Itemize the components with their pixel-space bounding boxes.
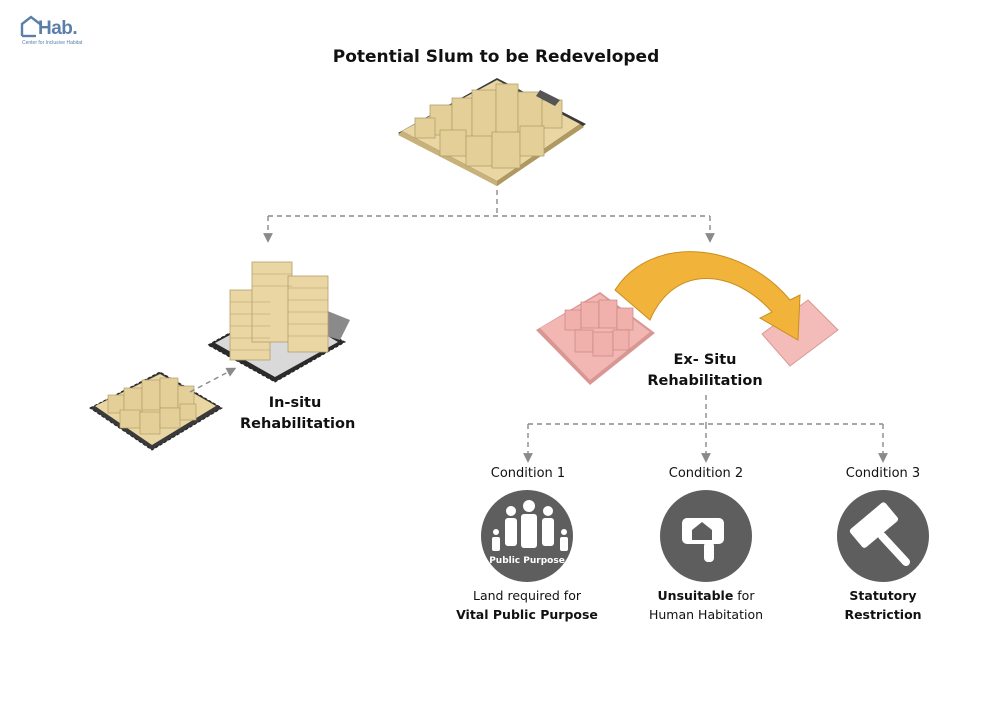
condition-1-caption-line1: Land required for bbox=[473, 588, 581, 603]
condition-3-caption-line1: Statutory bbox=[849, 588, 917, 603]
condition-3-label: Condition 3 bbox=[845, 466, 921, 481]
family-icon bbox=[481, 490, 573, 582]
insitu-label-line2: Rehabilitation bbox=[240, 416, 356, 432]
exsitu-slum-block bbox=[536, 292, 655, 385]
condition-1-label: Condition 1 bbox=[490, 466, 566, 481]
insitu-label: In-situ Rehabilitation bbox=[240, 393, 356, 435]
public-purpose-badge: Public Purpose bbox=[489, 556, 565, 566]
thumbs-down-house-icon bbox=[660, 490, 752, 582]
exsitu-label: Ex- Situ Rehabilitation bbox=[645, 350, 765, 392]
condition-2-label: Condition 2 bbox=[668, 466, 744, 481]
top-connector bbox=[263, 190, 715, 243]
diagram-title: Potential Slum to be Redeveloped bbox=[332, 47, 660, 67]
hab-logo-icon bbox=[20, 15, 41, 38]
condition-2-caption: Unsuitable for Human Habitation bbox=[606, 586, 806, 624]
condition-3-caption-line2: Restriction bbox=[844, 607, 922, 622]
condition-connectors bbox=[523, 395, 888, 463]
logo-text: Hab. bbox=[38, 18, 78, 39]
exsitu-label-line1: Ex- Situ bbox=[673, 352, 737, 368]
condition-1-caption-line2: Vital Public Purpose bbox=[456, 607, 598, 622]
condition-2-caption-bold: Unsuitable bbox=[657, 588, 734, 603]
insitu-arrow bbox=[189, 367, 237, 393]
logo-subtitle: Center for Inclusive Habitat bbox=[22, 40, 83, 46]
insitu-slum-block bbox=[89, 371, 223, 451]
condition-2-caption-line1: Unsuitable for bbox=[606, 586, 806, 605]
condition-3-caption: Statutory Restriction bbox=[783, 586, 983, 624]
condition-2-caption-line2: Human Habitation bbox=[648, 607, 764, 622]
exsitu-arrow bbox=[614, 251, 801, 341]
condition-2-caption-plain: for bbox=[733, 588, 755, 603]
insitu-label-line1: In-situ bbox=[268, 395, 322, 411]
gavel-icon bbox=[837, 490, 929, 582]
top-slum-block bbox=[398, 78, 586, 186]
condition-1-caption: Land required for Vital Public Purpose bbox=[427, 586, 627, 624]
exsitu-label-line2: Rehabilitation bbox=[647, 373, 763, 389]
insitu-towers bbox=[206, 261, 350, 383]
